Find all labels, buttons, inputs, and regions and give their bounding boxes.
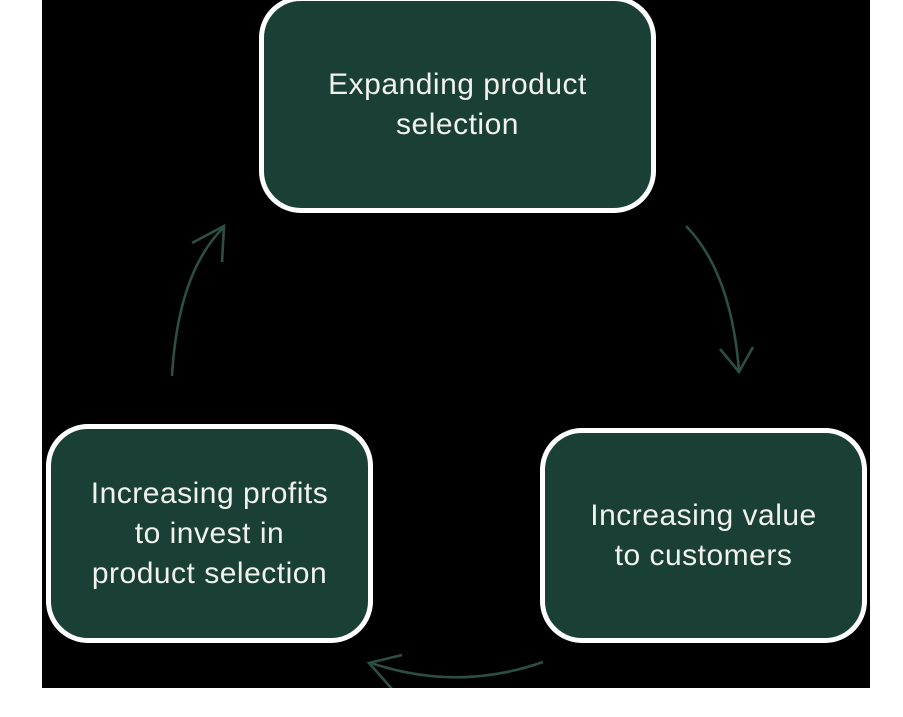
arrow-right-to-left-shaft (370, 660, 544, 679)
node-label-line: to customers (614, 538, 793, 572)
node-increasing-profits-to-invest: Increasing profits to invest in product … (46, 424, 373, 643)
node-label: Increasing value to customers (590, 496, 816, 576)
diagram-canvas: Expanding product selection Increasing v… (42, 0, 870, 688)
node-label: Increasing profits to invest in product … (91, 474, 328, 594)
arrow-top-to-right-shaft (685, 225, 741, 372)
arrow-left-to-top (170, 223, 226, 377)
arrow-top-to-right-head-icon (718, 346, 755, 375)
arrow-left-to-top-shaft (170, 226, 225, 377)
node-label-line: product selection (91, 556, 328, 590)
arrow-left-to-top-head-icon (191, 223, 226, 263)
node-expanding-product-selection: Expanding product selection (259, 0, 656, 213)
arrow-right-to-left-head-icon (366, 653, 403, 688)
node-label-line: selection (396, 107, 519, 141)
node-label-line: Increasing value (590, 498, 817, 532)
node-label-line: Increasing profits (90, 476, 329, 510)
arrow-right-to-left (366, 653, 544, 688)
node-label-line: Expanding product (328, 67, 587, 101)
node-label-line: to invest in (134, 516, 285, 550)
arrow-top-to-right (685, 225, 755, 375)
node-label: Expanding product selection (328, 65, 587, 145)
node-increasing-value-to-customers: Increasing value to customers (540, 428, 867, 643)
